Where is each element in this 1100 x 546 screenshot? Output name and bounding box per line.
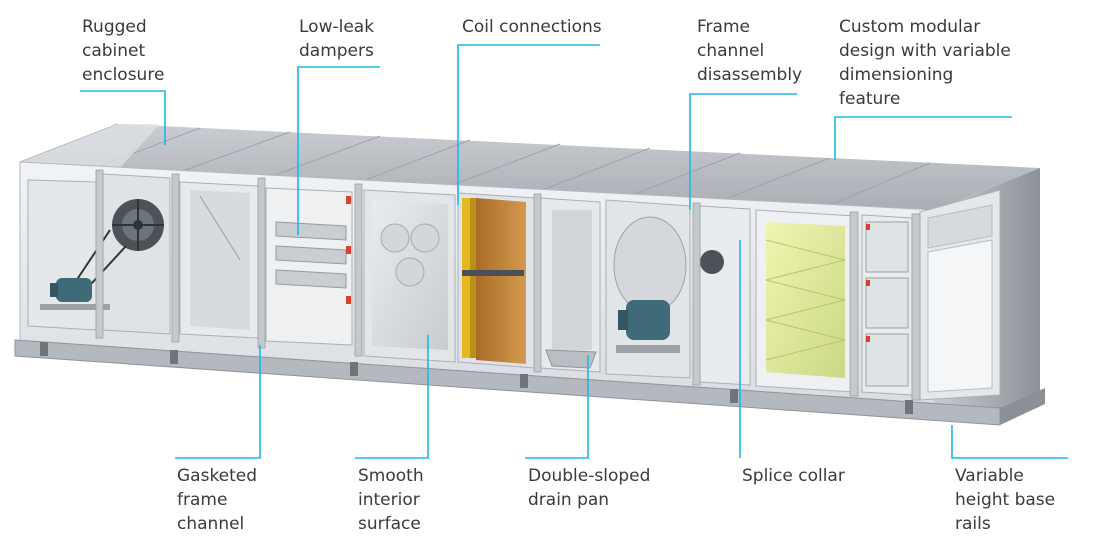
label-smooth-interior-surface: Smooth interior surface [358, 466, 424, 534]
label-low-leak-dampers: Low-leak dampers [299, 17, 375, 61]
leader-smooth-interior [355, 335, 429, 459]
label-coil-connections: Coil connections [462, 17, 602, 37]
label-frame-channel-disassembly: Frame channel disassembly [697, 17, 803, 85]
air-handler-unit [14, 123, 1045, 426]
motor-icon [50, 278, 92, 302]
leader-double-sloped [525, 355, 589, 459]
motor-icon [618, 300, 670, 340]
leader-frame-channel [689, 93, 797, 210]
coil-header [462, 198, 470, 358]
label-splice-collar: Splice collar [742, 466, 845, 486]
leader-custom-modular [834, 116, 1012, 160]
coil [476, 198, 526, 364]
filter-media [766, 222, 845, 378]
splice-collar-section [699, 205, 751, 386]
rugged-cabinet-enclosure [20, 124, 160, 170]
label-gasketed-frame-channel: Gasketed frame channel [177, 466, 258, 534]
double-sloped-drain-pan [545, 349, 597, 369]
cabinet-roof [20, 124, 1040, 210]
leader-gasketed-frame [175, 345, 261, 459]
label-double-sloped-drain-pan: Double-sloped drain pan [528, 466, 651, 510]
label-custom-modular-design: Custom modular design with variable dime… [839, 17, 1011, 109]
leader-low-leak-dampers [297, 66, 380, 235]
label-variable-height-base-rails: Variable height base rails [955, 466, 1056, 534]
fan-icon [112, 199, 164, 251]
low-leak-dampers [265, 187, 353, 346]
leader-variable-height [951, 425, 1068, 459]
leader-lines [80, 44, 1068, 459]
leader-coil-connections [457, 44, 600, 205]
leader-rugged-cabinet [80, 90, 166, 145]
label-rugged-cabinet-enclosure: Rugged cabinet enclosure [82, 17, 165, 85]
